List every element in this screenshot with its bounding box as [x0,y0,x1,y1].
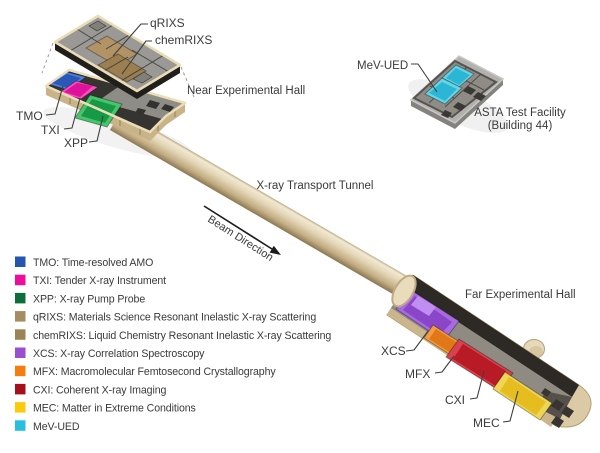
mec-room [492,371,553,421]
legend-label-tmo: TMO: Time-resolved AMO [33,257,153,269]
beam-arrow-line [203,205,273,250]
legend: TMO: Time-resolved AMO TXI: Tender X-ray… [15,256,332,433]
label-chemrixs: chemRIXS [155,33,212,47]
label-mev-ued: MeV-UED [357,60,408,72]
legend-item: CXI: Coherent X-ray Imaging [15,383,167,396]
label-txi: TXI [41,123,60,137]
mev-ued-floor-1 [446,68,470,85]
legend-item: TXI: Tender X-ray Instrument [15,274,166,287]
asta-slab-side [411,79,503,129]
leader-chemrixs [121,40,152,75]
leader-cxi [469,370,485,400]
legend-label-txi: TXI: Tender X-ray Instrument [33,275,166,287]
near-hall-upper-floor [53,14,182,99]
legend-item: XCS: X-ray Correlation Spectroscopy [15,347,205,360]
legend-swatch-txi [15,274,26,286]
xcs-platform [411,296,436,316]
asta-test-facility [409,55,505,129]
tunnel-portal-collar [391,274,417,308]
cxi-room-floor [453,344,506,386]
legend-item: MFX: Macromolecular Femtosecond Crystall… [15,365,276,378]
legend-item: XPP: X-ray Pump Probe [15,292,145,305]
legend-label-cxi: CXI: Coherent X-ray Imaging [33,384,167,396]
leader-mfx [434,355,455,374]
mev-ued-area [424,64,475,105]
upper-roof-blocks [88,20,153,84]
legend-swatch-mfx [15,365,26,377]
legend-label-chemrixs: chemRIXS: Liquid Chemistry Resonant Inel… [33,330,331,342]
far-hall-roof-band [405,275,579,397]
legend-swatch-chemrixs [15,329,26,340]
legend-item: chemRIXS: Liquid Chemistry Resonant Inel… [15,329,332,342]
lower-floor-gray-half [98,85,185,119]
legend-label-mec: MEC: Matter in Extreme Conditions [33,403,196,415]
upper-floor-rim [53,14,182,93]
xray-transport-tunnel [110,110,414,300]
label-tmo: TMO [16,109,43,123]
xcs-room [395,289,460,342]
legend-swatch-xpp [15,292,26,304]
label-far-hall: Far Experimental Hall [465,289,576,301]
legend-label-mev-ued: MeV-UED [33,421,80,433]
leader-mec [502,390,519,423]
label-asta-1: ASTA Test Facility [474,107,566,119]
chemrixs-area [96,53,147,83]
asta-equipment-blocks [441,86,486,118]
lower-floor-equipment-blocks [135,100,174,115]
legend-label-xcs: XCS: X-ray Correlation Spectroscopy [33,348,205,360]
label-near-hall: Near Experimental Hall [187,85,305,97]
beam-arrow-head [269,245,281,255]
leader-qrixs [112,23,148,57]
legend-label-xpp: XPP: X-ray Pump Probe [33,293,145,305]
leader-xpp [88,115,104,143]
legend-swatch-mec [15,402,26,413]
label-asta-2: (Building 44) [488,120,553,132]
label-mec: MEC [473,416,500,430]
tmo-room-floor [52,74,81,88]
legend-swatch-qrixs [15,311,26,322]
leader-mev-ued [411,63,438,93]
explode-dashed-lines [41,42,195,98]
near-experimental-hall [41,14,195,141]
label-mfx: MFX [405,367,430,381]
tunnel-tube [110,110,414,300]
leader-lines [45,23,519,423]
leader-txi [63,97,81,130]
legend-swatch-tmo [15,256,26,267]
legend-item: MEC: Matter in Extreme Conditions [15,402,196,415]
label-xcs: XCS [381,344,406,358]
legend-item: qRIXS: Materials Science Resonant Inelas… [15,311,316,324]
mec-room-floor [500,377,546,415]
near-hall-lower-floor [44,68,187,141]
label-xpp: XPP [64,136,88,150]
far-experimental-hall [386,274,592,428]
label-cxi: CXI [445,393,465,407]
legend-swatch-mev-ued [15,420,26,431]
upper-interior-walls [69,24,170,82]
legend-swatch-cxi [15,383,26,395]
txi-room [57,80,100,100]
leader-xcs [405,330,429,352]
txi-room-floor [64,83,93,97]
legend-label-mfx: MFX: Macromolecular Femtosecond Crystall… [33,366,276,378]
label-qrixs: qRIXS [150,16,185,30]
label-tunnel: X-ray Transport Tunnel [257,180,374,192]
legend-item: TMO: Time-resolved AMO [15,256,153,269]
diagram-labels: qRIXS chemRIXS Near Experimental Hall TM… [16,16,576,430]
legend-swatch-xcs [15,347,26,358]
mev-ued-floor-2 [429,82,457,101]
leader-tmo [45,85,64,116]
far-hall-equipment-blocks [541,388,574,428]
legend-item: MeV-UED [15,420,80,433]
beam-direction-label: Beam Direction [205,213,275,264]
legend-label-qrixs: qRIXS: Materials Science Resonant Inelas… [33,312,316,324]
lower-floor-rim [44,68,187,134]
